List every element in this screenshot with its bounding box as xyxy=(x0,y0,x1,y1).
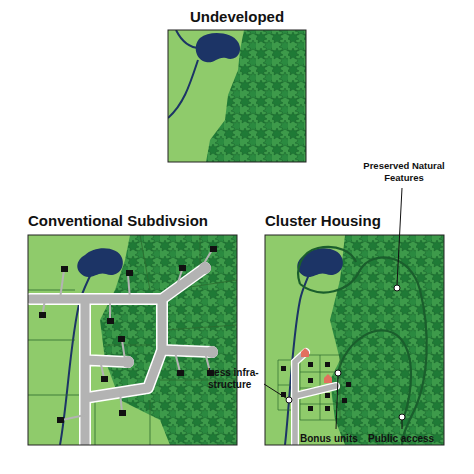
panel-heading: Undeveloped xyxy=(168,8,306,26)
callout-label: Public access xyxy=(368,433,434,445)
callout-label: Bonus units xyxy=(300,433,358,445)
panel-heading: Conventional Subdivsion xyxy=(28,212,237,230)
conventional-map xyxy=(28,235,237,445)
undeveloped-map xyxy=(168,30,306,162)
cluster-map xyxy=(265,235,444,445)
callout-label: Preserved Natural Features xyxy=(358,160,450,184)
callout-label: Less infra- structure xyxy=(208,367,264,391)
map-panel: Cluster Housing xyxy=(265,212,444,445)
bonus-unit-icons xyxy=(301,348,332,383)
map-panel: Undeveloped xyxy=(168,8,306,162)
map-panel: Conventional Subdivsion xyxy=(28,212,237,445)
panel-heading: Cluster Housing xyxy=(265,212,444,230)
